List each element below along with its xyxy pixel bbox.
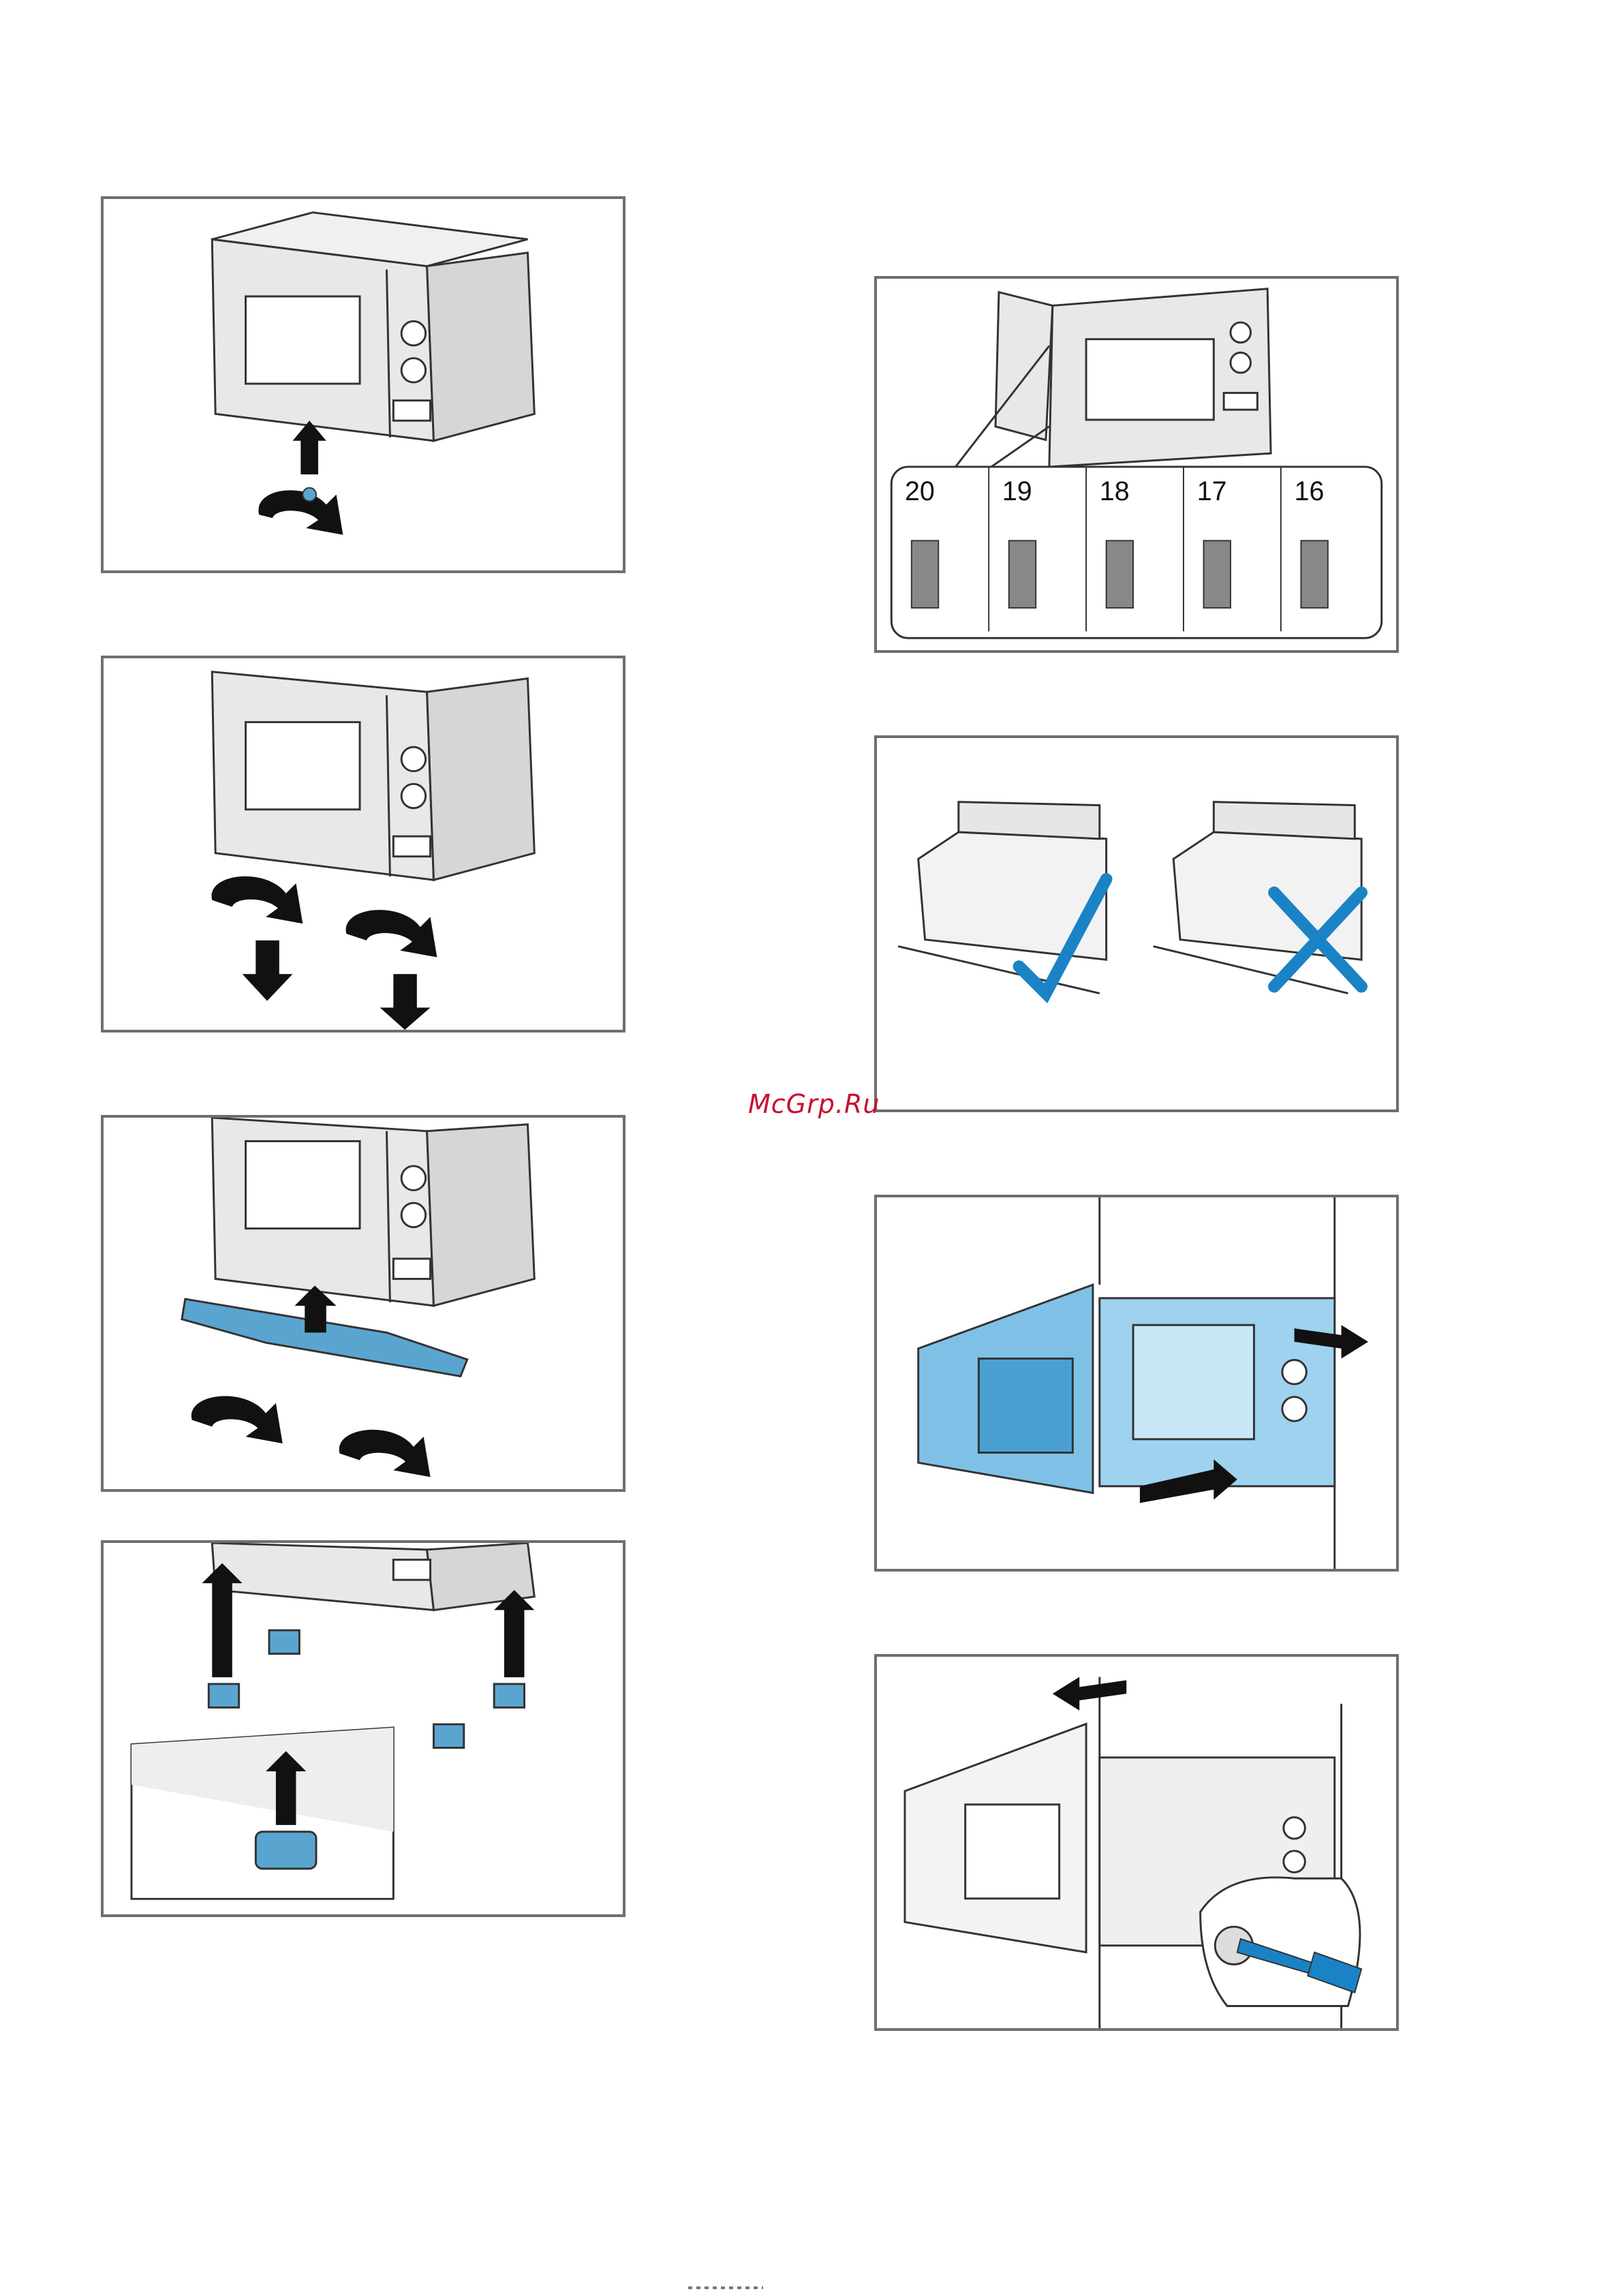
- figure-remove-feet: [101, 656, 625, 1032]
- wall-label-20: 20: [905, 476, 935, 506]
- push-into-niche-icon: [877, 1197, 1396, 1569]
- wall-label-19: 19: [1002, 476, 1032, 506]
- wall-thickness-icon: 20 19 18 17 16: [877, 279, 1396, 650]
- foot-inserts-icon: [104, 1543, 623, 1914]
- wall-label-16: 16: [1295, 476, 1325, 506]
- figure-screw-fastening: [874, 1654, 1399, 2031]
- screw-fastening-icon: [877, 1657, 1396, 2028]
- figure-mounting-rail: [101, 1115, 625, 1492]
- figure-foot-inserts: [101, 1540, 625, 1917]
- wall-label-17: 17: [1197, 476, 1227, 506]
- figure-wall-thickness: 20 19 18 17 16: [874, 276, 1399, 653]
- mounting-rail-icon: [104, 1118, 623, 1489]
- microwave-lift-screw-icon: [104, 199, 623, 570]
- microwave-remove-feet-icon: [104, 658, 623, 1030]
- wall-label-18: 18: [1100, 476, 1130, 506]
- cable-routing-check-icon: [877, 738, 1396, 1109]
- figure-cable-routing: [874, 735, 1399, 1112]
- footer-mark: [688, 2286, 763, 2289]
- figure-push-into-niche: [874, 1195, 1399, 1572]
- figure-lift-screw: [101, 196, 625, 573]
- watermark: McGrp.Ru: [748, 1089, 925, 1123]
